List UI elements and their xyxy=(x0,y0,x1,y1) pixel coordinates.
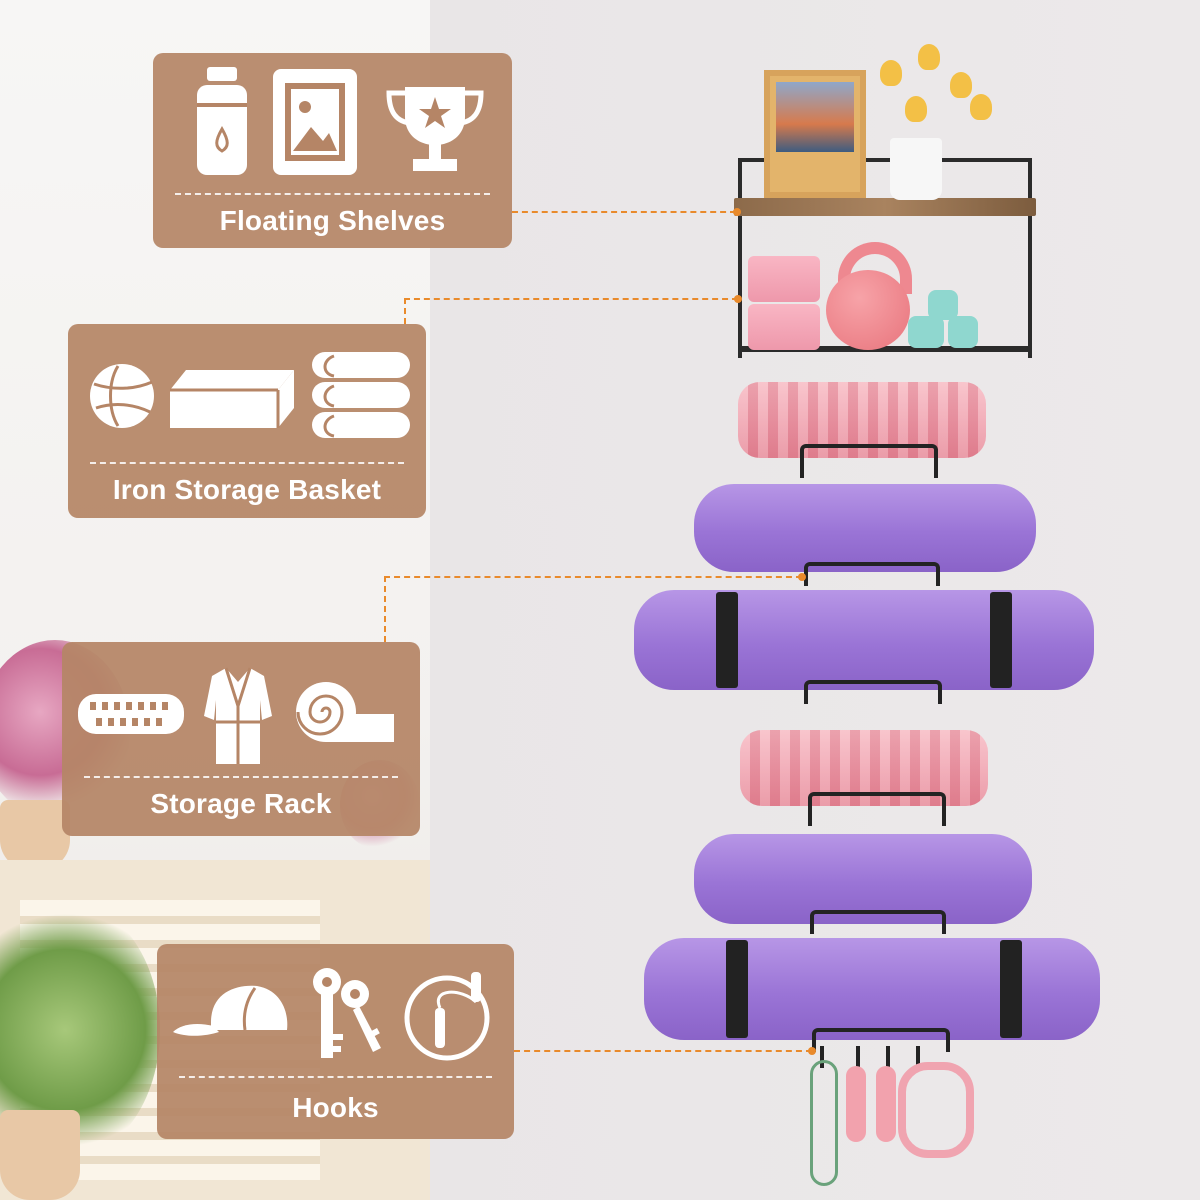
keys-icon xyxy=(301,964,385,1064)
mat-strap xyxy=(1000,940,1022,1038)
callout-iron-storage-basket: Iron Storage Basket xyxy=(68,324,426,518)
yoga-mat-strapped xyxy=(644,938,1100,1040)
card-divider xyxy=(175,193,490,195)
leader-line-iron-basket-vertical xyxy=(404,298,406,324)
mat-strap xyxy=(726,940,748,1038)
callout-label: Floating Shelves xyxy=(219,205,446,236)
wood-shelf xyxy=(734,198,1036,216)
card-divider xyxy=(179,1076,492,1078)
callout-label: Iron Storage Basket xyxy=(112,474,382,505)
leader-line-floating-shelves xyxy=(512,211,736,213)
folded-towel-icon xyxy=(308,348,414,444)
rack-bracket xyxy=(810,910,946,934)
kettlebell xyxy=(826,270,910,350)
callout-label: Hooks xyxy=(292,1092,379,1123)
yoga-mat-strapped xyxy=(634,590,1094,690)
dumbbell xyxy=(908,316,944,348)
tulip xyxy=(918,44,940,70)
jump-rope-icon xyxy=(401,968,493,1064)
cap-icon xyxy=(171,982,291,1042)
card-divider xyxy=(84,776,398,778)
leader-dot xyxy=(808,1047,816,1055)
yoga-mat xyxy=(694,834,1032,924)
yoga-block xyxy=(748,304,820,350)
leader-line-iron-basket xyxy=(404,298,738,300)
dumbbell xyxy=(948,316,978,348)
framed-painting xyxy=(764,70,866,198)
jump-rope-handle xyxy=(876,1066,896,1142)
mat-strap xyxy=(716,592,738,688)
pilates-ring xyxy=(898,1062,974,1158)
leader-line-storage-rack-vertical xyxy=(384,576,386,642)
leader-line-hooks xyxy=(514,1050,812,1052)
callout-floating-shelves: Floating Shelves xyxy=(153,53,512,248)
yoga-block-icon xyxy=(168,368,296,430)
dumbbell xyxy=(928,290,958,320)
rack-bracket xyxy=(804,562,940,586)
leader-dot xyxy=(734,295,742,303)
hook xyxy=(886,1046,890,1068)
bathrobe-icon xyxy=(202,666,274,766)
card-divider xyxy=(90,462,404,464)
tulip xyxy=(880,60,902,86)
picture-frame-icon xyxy=(271,67,359,177)
rolled-mat-icon xyxy=(294,680,398,746)
exercise-ball-icon xyxy=(88,362,156,430)
basket-bottom xyxy=(740,346,1032,352)
tulip xyxy=(970,94,992,120)
leader-dot xyxy=(733,208,741,216)
plant-pot xyxy=(0,1110,80,1200)
leader-line-storage-rack xyxy=(384,576,802,578)
leader-dot xyxy=(798,573,806,581)
shelf-top-rail xyxy=(738,158,1032,162)
yoga-mat xyxy=(694,484,1036,572)
jump-rope-cord xyxy=(810,1060,838,1186)
trophy-icon xyxy=(383,83,487,175)
callout-label: Storage Rack xyxy=(150,788,332,819)
water-bottle-icon xyxy=(193,67,251,177)
callout-storage-rack: Storage Rack xyxy=(62,642,420,836)
shelf-rail xyxy=(738,158,742,358)
tulip xyxy=(950,72,972,98)
mat-strap xyxy=(990,592,1012,688)
hook xyxy=(916,1046,920,1068)
vase xyxy=(890,138,942,200)
foam-roller-icon xyxy=(76,692,186,736)
flower-pot xyxy=(0,800,70,870)
hook xyxy=(856,1046,860,1068)
jump-rope-handle xyxy=(846,1066,866,1142)
shelf-rail xyxy=(1028,158,1032,358)
painting-image xyxy=(776,82,854,152)
hook xyxy=(820,1046,824,1068)
tulip xyxy=(905,96,927,122)
rack-bracket xyxy=(808,792,946,826)
rack-bracket xyxy=(800,444,938,478)
rack-bracket xyxy=(812,1028,950,1052)
rack-bracket xyxy=(804,680,942,704)
yoga-block xyxy=(748,256,820,302)
callout-hooks: Hooks xyxy=(157,944,514,1139)
